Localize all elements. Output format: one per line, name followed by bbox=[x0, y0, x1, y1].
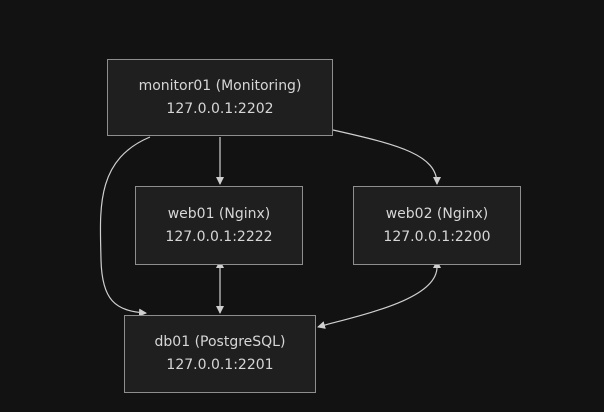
node-web02[interactable]: web02 (Nginx) 127.0.0.1:2200 bbox=[353, 186, 521, 265]
edge-web02-db01 bbox=[317, 260, 441, 329]
node-address: 127.0.0.1:2202 bbox=[166, 100, 274, 117]
node-monitor01[interactable]: monitor01 (Monitoring) 127.0.0.1:2202 bbox=[107, 59, 333, 136]
node-address: 127.0.0.1:2222 bbox=[165, 228, 273, 245]
node-db01[interactable]: db01 (PostgreSQL) 127.0.0.1:2201 bbox=[124, 315, 316, 393]
edge-monitor01-db01 bbox=[99, 136, 151, 317]
node-web01[interactable]: web01 (Nginx) 127.0.0.1:2222 bbox=[135, 186, 303, 265]
node-label: monitor01 (Monitoring) bbox=[138, 77, 302, 94]
node-address: 127.0.0.1:2200 bbox=[383, 228, 491, 245]
node-address: 127.0.0.1:2201 bbox=[166, 357, 274, 373]
node-label: web02 (Nginx) bbox=[385, 205, 489, 222]
edge-monitor01-web02 bbox=[332, 129, 441, 185]
node-label: web01 (Nginx) bbox=[167, 205, 271, 222]
node-label: db01 (PostgreSQL) bbox=[154, 334, 286, 350]
